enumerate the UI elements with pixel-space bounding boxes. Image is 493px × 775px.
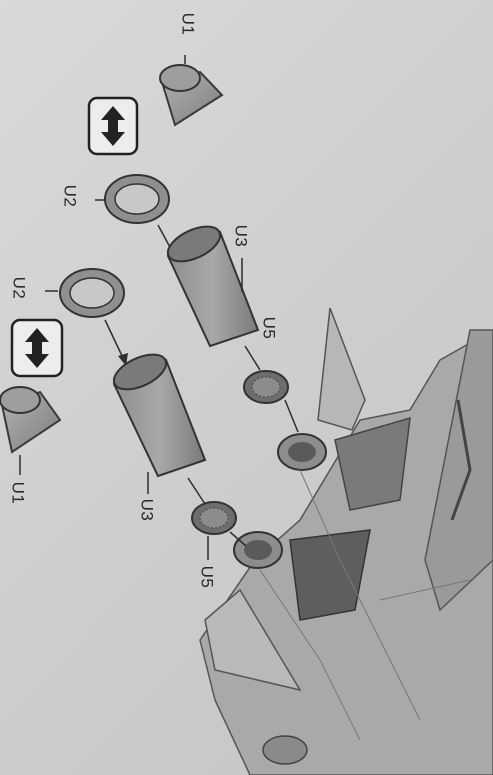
callout-u3-upper: U3 bbox=[230, 225, 250, 248]
part-u3-lower bbox=[109, 347, 205, 476]
callout-u1-top: U1 bbox=[177, 13, 197, 36]
double-arrow-icon bbox=[12, 320, 62, 376]
callout-u1-bottom: U1 bbox=[7, 482, 27, 505]
callout-u3-lower: U3 bbox=[136, 499, 156, 522]
part-u5-upper bbox=[244, 371, 288, 403]
part-u2-upper bbox=[105, 175, 169, 223]
aircraft-tail-section bbox=[200, 308, 493, 775]
part-u2-lower bbox=[60, 269, 124, 317]
callout-u5-lower: U5 bbox=[196, 566, 216, 589]
part-u1-upper bbox=[160, 65, 222, 125]
part-u1-lower bbox=[0, 387, 60, 452]
callout-u5-upper: U5 bbox=[258, 317, 278, 340]
callout-u2-upper: U2 bbox=[59, 185, 79, 208]
double-arrow-icon bbox=[89, 98, 137, 154]
callout-u2-lower: U2 bbox=[8, 277, 28, 300]
part-u5-lower bbox=[192, 502, 236, 534]
